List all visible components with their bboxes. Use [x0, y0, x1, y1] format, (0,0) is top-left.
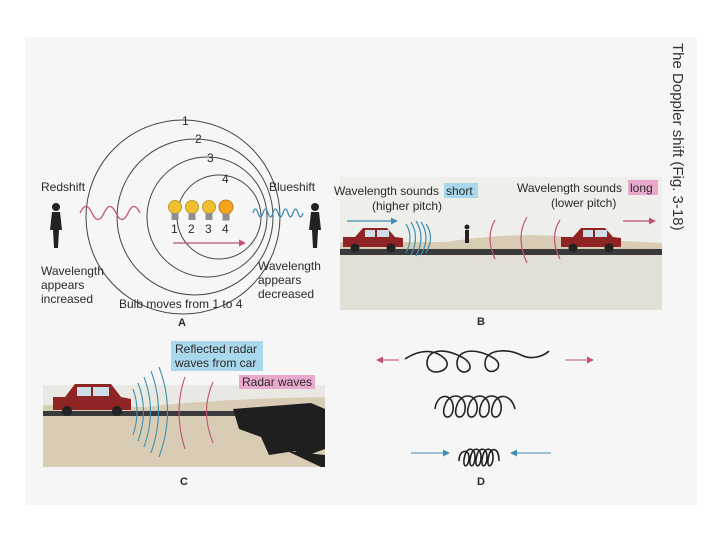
bulb-2-icon	[185, 200, 199, 220]
bulb-number-4: 4	[222, 222, 229, 236]
radar-label: Radar waves	[242, 375, 312, 389]
long-highlight	[628, 180, 658, 195]
right-caption-line-3: decreased	[258, 287, 314, 301]
short-highlight	[444, 183, 478, 198]
panel-d: D	[376, 350, 594, 488]
short-pitch-text: (higher pitch)	[372, 199, 442, 213]
right-observer-icon	[309, 203, 321, 248]
panel-letter-a: A	[178, 317, 186, 329]
compressed-spring-icon	[458, 448, 500, 467]
redshift-label: Redshift	[41, 180, 86, 194]
bulb-3-icon	[202, 200, 216, 220]
panel-c: Reflected radar waves from car Radar wav…	[43, 341, 325, 488]
left-caption-line-2: appears	[41, 278, 84, 292]
blueshift-wave	[252, 208, 304, 218]
long-word: long	[630, 181, 653, 195]
left-observer-icon	[50, 203, 62, 248]
short-sound-waves	[405, 220, 432, 257]
short-label-text: Wavelength sounds	[334, 184, 439, 198]
panel-b: Wavelength sounds short (higher pitch) W…	[334, 177, 662, 328]
ring-number-4: 4	[222, 172, 229, 186]
left-caption-line-1: Wavelength	[41, 264, 104, 278]
wavefront-ring-1	[85, 119, 281, 315]
doppler-figure: 1 2 3 4 1 2 3 4	[41, 43, 686, 488]
left-caption-line-3: increased	[41, 292, 93, 306]
ring-number-2: 2	[195, 132, 202, 146]
ring-number-3: 3	[207, 151, 214, 165]
radar-label-highlight	[239, 375, 315, 389]
medium-spring-icon	[434, 395, 516, 418]
car-right-icon	[561, 228, 621, 253]
redshift-wave	[79, 205, 141, 221]
bulb-number-3: 3	[205, 222, 212, 236]
blueshift-label: Blueshift	[269, 180, 316, 194]
reflected-label-line-2: waves from car	[174, 356, 256, 370]
car-left-icon	[343, 228, 403, 253]
panel-a: 1 2 3 4 1 2 3 4	[41, 114, 321, 329]
panel-c-road	[43, 411, 325, 416]
panel-b-road	[340, 249, 662, 255]
listener-icon	[464, 224, 470, 243]
radar-gun-icon	[233, 403, 325, 467]
bulb-number-2: 2	[188, 222, 195, 236]
long-pitch-text: (lower pitch)	[551, 196, 616, 210]
long-sound-waves	[489, 216, 561, 264]
loose-spring-icon	[404, 350, 550, 373]
wavefront-ring-2	[116, 138, 274, 296]
panel-letter-c: C	[180, 476, 188, 488]
figure-title: The Doppler shift (Fig. 3-18)	[669, 43, 686, 231]
bulb-caption: Bulb moves from 1 to 4	[119, 297, 243, 311]
panel-letter-b: B	[477, 316, 485, 328]
reflected-label-highlight	[171, 341, 263, 371]
right-caption-line-2: appears	[258, 273, 301, 287]
panel-letter-d: D	[477, 476, 485, 488]
reflected-label-line-1: Reflected radar	[175, 342, 257, 356]
figure-page: 1 2 3 4 1 2 3 4	[25, 37, 697, 505]
reflected-radar-waves	[132, 366, 169, 458]
bulb-1-icon	[168, 200, 182, 220]
outgoing-radar-waves	[178, 376, 214, 450]
ring-number-1: 1	[182, 114, 189, 128]
short-word: short	[446, 184, 473, 198]
bulb-number-1: 1	[171, 222, 178, 236]
long-label-text: Wavelength sounds	[517, 181, 622, 195]
car-radar-icon	[53, 384, 131, 416]
right-caption-line-1: Wavelength	[258, 259, 321, 273]
wavefront-ring-3	[146, 156, 268, 278]
bulb-4-icon	[218, 199, 234, 221]
